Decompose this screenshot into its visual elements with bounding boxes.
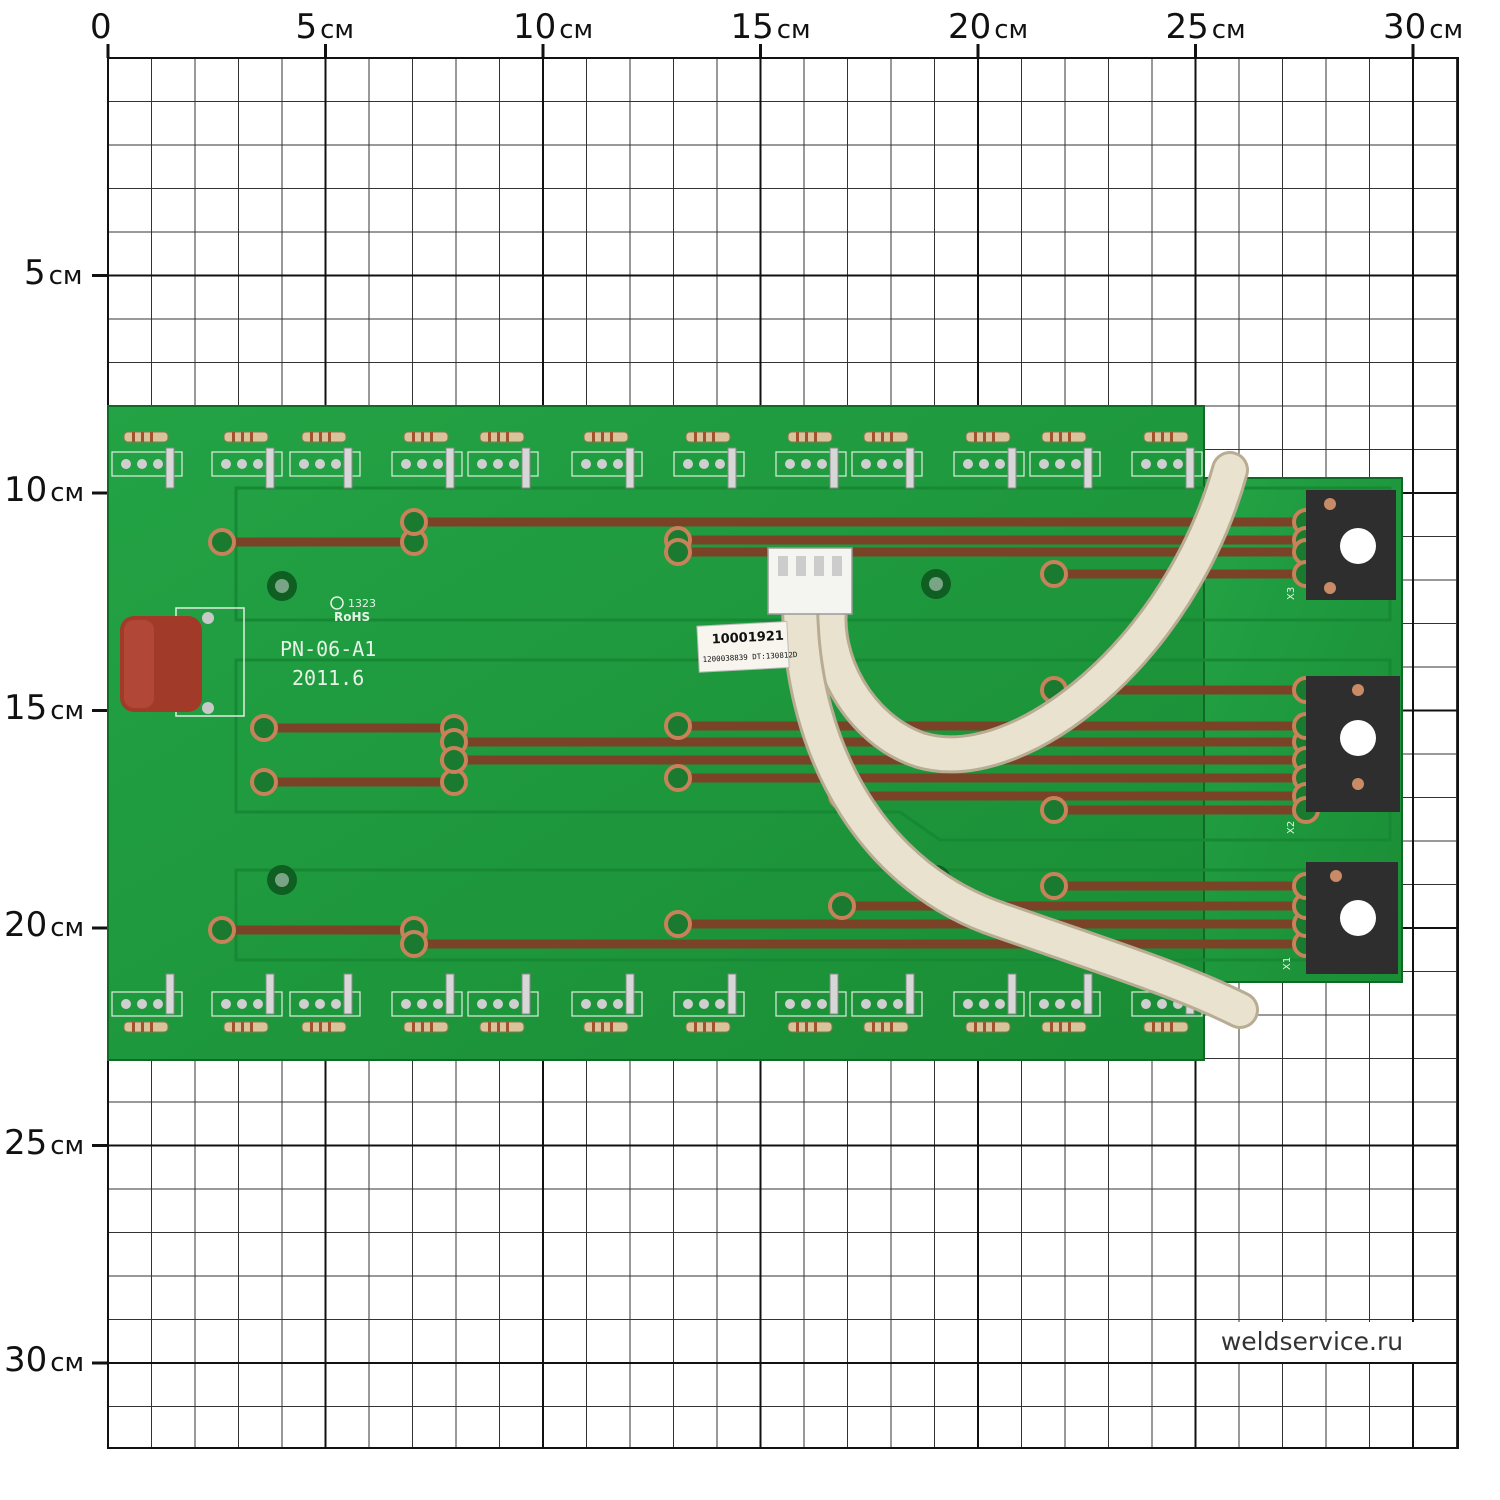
- top-component-row: [111, 431, 1203, 489]
- cable-connector: [767, 547, 853, 615]
- y-axis-label-number: 15: [4, 687, 48, 728]
- x-axis-label-number: 15: [730, 7, 774, 47]
- y-axis-label-number: 5: [24, 252, 46, 293]
- x-axis-label-number: 25: [1165, 7, 1209, 47]
- terminal-x2-label: X2: [1286, 821, 1297, 834]
- snubber-cell: [467, 973, 539, 1033]
- snubber-cell: [111, 431, 183, 489]
- axis-ticks: [92, 44, 1415, 1365]
- terminal-x2: [1306, 676, 1400, 812]
- y-axis-label-unit: см: [50, 478, 85, 508]
- snubber-cell: [571, 431, 643, 489]
- x-axis-label-number: 10: [513, 7, 557, 47]
- x-axis-label-unit: см: [1429, 15, 1464, 45]
- film-capacitor: [120, 607, 245, 717]
- x-axis-label-unit: см: [994, 15, 1029, 45]
- watermark: weldservice.ru: [1208, 1322, 1416, 1362]
- copper-bar: [208, 916, 428, 944]
- y-axis-label-unit: см: [50, 1348, 85, 1378]
- y-axis-label-unit: см: [50, 913, 85, 943]
- y-axis-label-number: 25: [4, 1122, 48, 1163]
- board-date: 2011.6: [292, 666, 364, 690]
- snubber-cell: [391, 431, 463, 489]
- snubber-cell: [1131, 431, 1203, 489]
- y-axis-label-number: 10: [4, 470, 48, 510]
- snubber-cell: [111, 973, 183, 1033]
- snubber-cell: [953, 431, 1025, 489]
- copper-bar: [250, 768, 468, 796]
- silkscreen: 1323 RoHS PN-06-A1 2011.6: [280, 596, 376, 690]
- sticker-id: 10001921: [711, 629, 784, 648]
- x-axis-label-number: 0: [90, 7, 112, 47]
- x-axis-label-unit: см: [776, 15, 811, 45]
- snubber-cell: [211, 431, 283, 489]
- id-sticker: 10001921 1200038839 DT:130812D: [696, 620, 798, 673]
- x-axis-label-unit: см: [320, 15, 355, 45]
- snubber-cell: [1029, 973, 1101, 1033]
- x-axis-label-number: 20: [948, 7, 992, 47]
- snubber-cell: [775, 973, 847, 1033]
- x-axis-label: 0: [90, 10, 112, 44]
- terminal-x3-label: X3: [1286, 587, 1297, 600]
- snubber-cell: [289, 973, 361, 1033]
- terminal-x1-label: X1: [1282, 957, 1293, 970]
- snubber-cell: [673, 973, 745, 1033]
- board-model: PN-06-A1: [280, 637, 376, 661]
- terminal-x3: [1306, 490, 1396, 600]
- snubber-cell: [851, 973, 923, 1033]
- sleeved-cables: [781, 451, 1259, 1029]
- snubber-cell: [467, 431, 539, 489]
- x-axis-label-number: 30: [1383, 7, 1427, 47]
- snubber-cell: [289, 431, 361, 489]
- y-axis-label-unit: см: [50, 1130, 85, 1161]
- snubber-cell: [953, 973, 1025, 1033]
- bottom-component-row: [111, 973, 1203, 1033]
- snubber-cell: [1029, 431, 1101, 489]
- snubber-cell: [673, 431, 745, 489]
- x-axis-label-unit: см: [1211, 15, 1246, 45]
- y-axis-label-number: 30: [4, 1340, 48, 1380]
- y-axis-label-number: 20: [4, 905, 48, 945]
- rohs-mark: RoHS: [334, 610, 370, 624]
- x-axis-label-unit: см: [559, 15, 594, 45]
- snubber-cell: [775, 431, 847, 489]
- rohs-code: 1323: [348, 597, 376, 610]
- terminal-blocks: X3 X2 X1: [1282, 490, 1400, 974]
- y-axis-label-unit: см: [50, 695, 85, 726]
- terminal-x1: [1306, 862, 1398, 974]
- y-axis-label-unit: см: [48, 260, 83, 291]
- snubber-cell: [391, 973, 463, 1033]
- snubber-cell: [571, 973, 643, 1033]
- x-axis-label-number: 5: [295, 7, 318, 47]
- snubber-cell: [851, 431, 923, 489]
- snubber-cell: [211, 973, 283, 1033]
